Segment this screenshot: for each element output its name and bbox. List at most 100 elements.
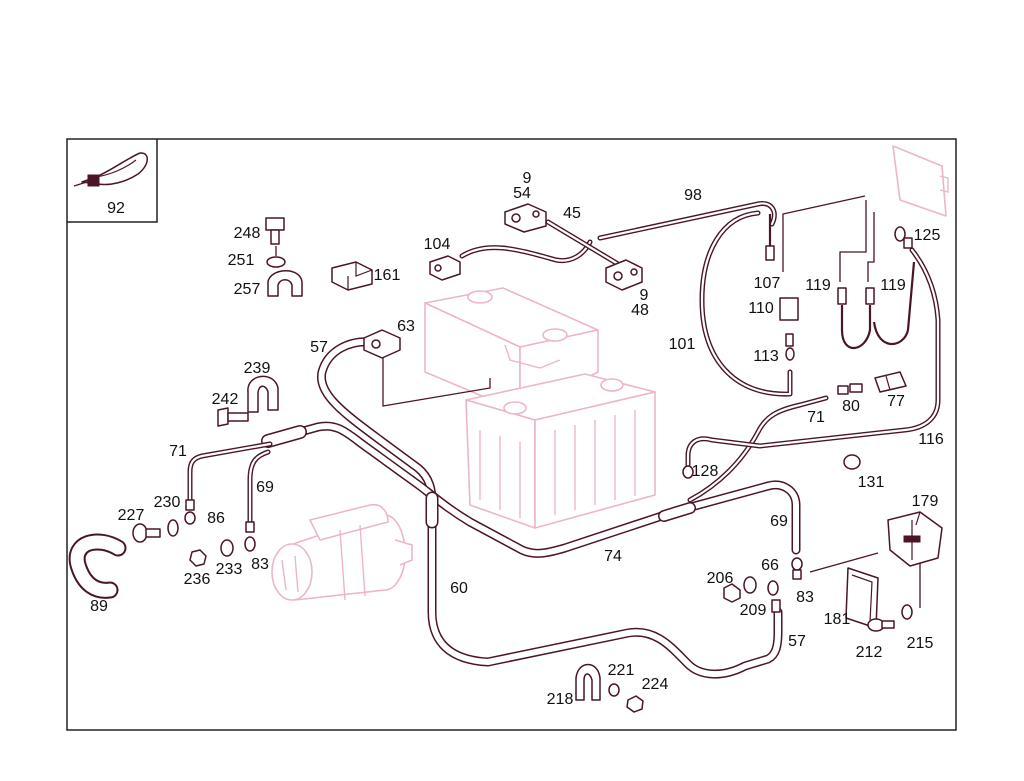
battery-rear-ghost	[424, 287, 599, 413]
cable-connector	[837, 383, 863, 395]
callout-label: 86	[207, 510, 225, 527]
callout-label: 113	[753, 348, 779, 365]
callout-label: 98	[684, 187, 702, 204]
callout-label: 251	[228, 252, 255, 269]
callout-label: 206	[707, 570, 734, 587]
callout-label: 66	[761, 557, 779, 574]
callout-label: 215	[907, 635, 934, 652]
cable-core	[598, 202, 776, 240]
callout-label: 119	[805, 277, 831, 294]
cable-tie	[73, 152, 148, 187]
callout-labels: 92 248 251 257 161 104 9 54 45 98 125 9 …	[90, 170, 944, 708]
callout-label: 83	[796, 589, 814, 606]
clamp	[247, 375, 279, 413]
callout-label: 101	[669, 336, 696, 353]
cable-clamp	[575, 663, 601, 701]
callout-label: 9	[640, 287, 649, 304]
callout-label: 218	[547, 691, 574, 708]
callout-label: 80	[842, 398, 860, 415]
washer	[743, 576, 757, 594]
callout-label: 92	[107, 200, 125, 217]
cable-terminal	[244, 521, 256, 552]
cable-core	[188, 442, 272, 502]
callout-label: 119	[880, 277, 906, 294]
leader-line-63	[382, 355, 491, 407]
battery-terminal-negative	[605, 259, 643, 291]
callout-label: 224	[642, 676, 669, 693]
callout-label: 257	[234, 281, 261, 298]
callout-label: 116	[918, 431, 944, 448]
callout-label: 110	[748, 300, 774, 317]
cable-connector	[429, 255, 461, 281]
mounting-bracket-ghost	[892, 145, 949, 217]
ring-terminal	[894, 226, 913, 249]
nut	[723, 583, 741, 603]
callout-label: 74	[604, 548, 622, 565]
relay	[779, 297, 799, 321]
callout-label: 69	[256, 479, 274, 496]
ring-terminal	[682, 465, 694, 479]
leader-line-107	[782, 195, 866, 272]
callout-label: 248	[234, 225, 261, 242]
clip	[267, 270, 303, 297]
callout-label: 45	[563, 205, 581, 222]
cable-terminal	[785, 333, 795, 361]
cable-core	[318, 338, 781, 678]
nut	[189, 549, 207, 567]
callout-label: 48	[631, 302, 649, 319]
callout-label: 71	[807, 409, 825, 426]
washer	[266, 256, 286, 268]
callout-label: 221	[608, 662, 635, 679]
leader-line-181	[809, 552, 879, 573]
grommet	[843, 454, 861, 470]
callout-label: 60	[450, 580, 468, 597]
callout-label: 57	[788, 633, 806, 650]
callout-label: 239	[244, 360, 271, 377]
washer	[167, 519, 179, 537]
bolt	[217, 407, 249, 427]
callout-label: 181	[824, 611, 851, 628]
cable-core	[688, 396, 828, 502]
cable-terminal	[791, 557, 803, 580]
washer	[608, 683, 620, 697]
cable-terminal	[767, 580, 781, 613]
battery-terminal	[363, 329, 401, 359]
fuse-box	[874, 371, 907, 393]
callout-label: 233	[216, 561, 243, 578]
washer	[901, 604, 913, 620]
callout-label: 54	[513, 185, 531, 202]
battery-front-ghost	[465, 373, 656, 529]
leader-line-119a	[839, 200, 867, 282]
callout-label: 77	[887, 393, 905, 410]
callout-label: 209	[740, 602, 767, 619]
cable-core	[460, 240, 592, 262]
callout-label: 9	[523, 170, 532, 187]
cable-core	[70, 535, 125, 597]
relay	[887, 511, 943, 567]
cable-core	[700, 211, 792, 396]
callout-label: 104	[424, 236, 451, 253]
wire-119-loop-a	[840, 305, 872, 350]
washer	[220, 539, 234, 557]
nut	[626, 695, 644, 713]
callout-label: 125	[914, 227, 941, 244]
cable-core	[262, 426, 306, 447]
inset-box	[67, 139, 158, 223]
leader-line-119b	[867, 212, 875, 282]
callout-label: 89	[90, 598, 108, 615]
cable-core	[686, 248, 940, 467]
cable-terminal	[765, 245, 775, 261]
callout-label: 227	[118, 507, 145, 524]
callout-label: 230	[154, 494, 181, 511]
battery-terminal-positive	[504, 203, 547, 233]
callout-label: 128	[692, 463, 719, 480]
wire-119-loop-b	[872, 261, 916, 346]
callout-label: 71	[169, 443, 187, 460]
callout-label: 161	[374, 267, 401, 284]
cable-core	[297, 423, 799, 557]
cable-terminal	[865, 287, 875, 305]
callout-label: 107	[754, 275, 781, 292]
bolt	[265, 217, 285, 245]
callout-label: 131	[858, 474, 885, 491]
callout-label: 69	[770, 513, 788, 530]
